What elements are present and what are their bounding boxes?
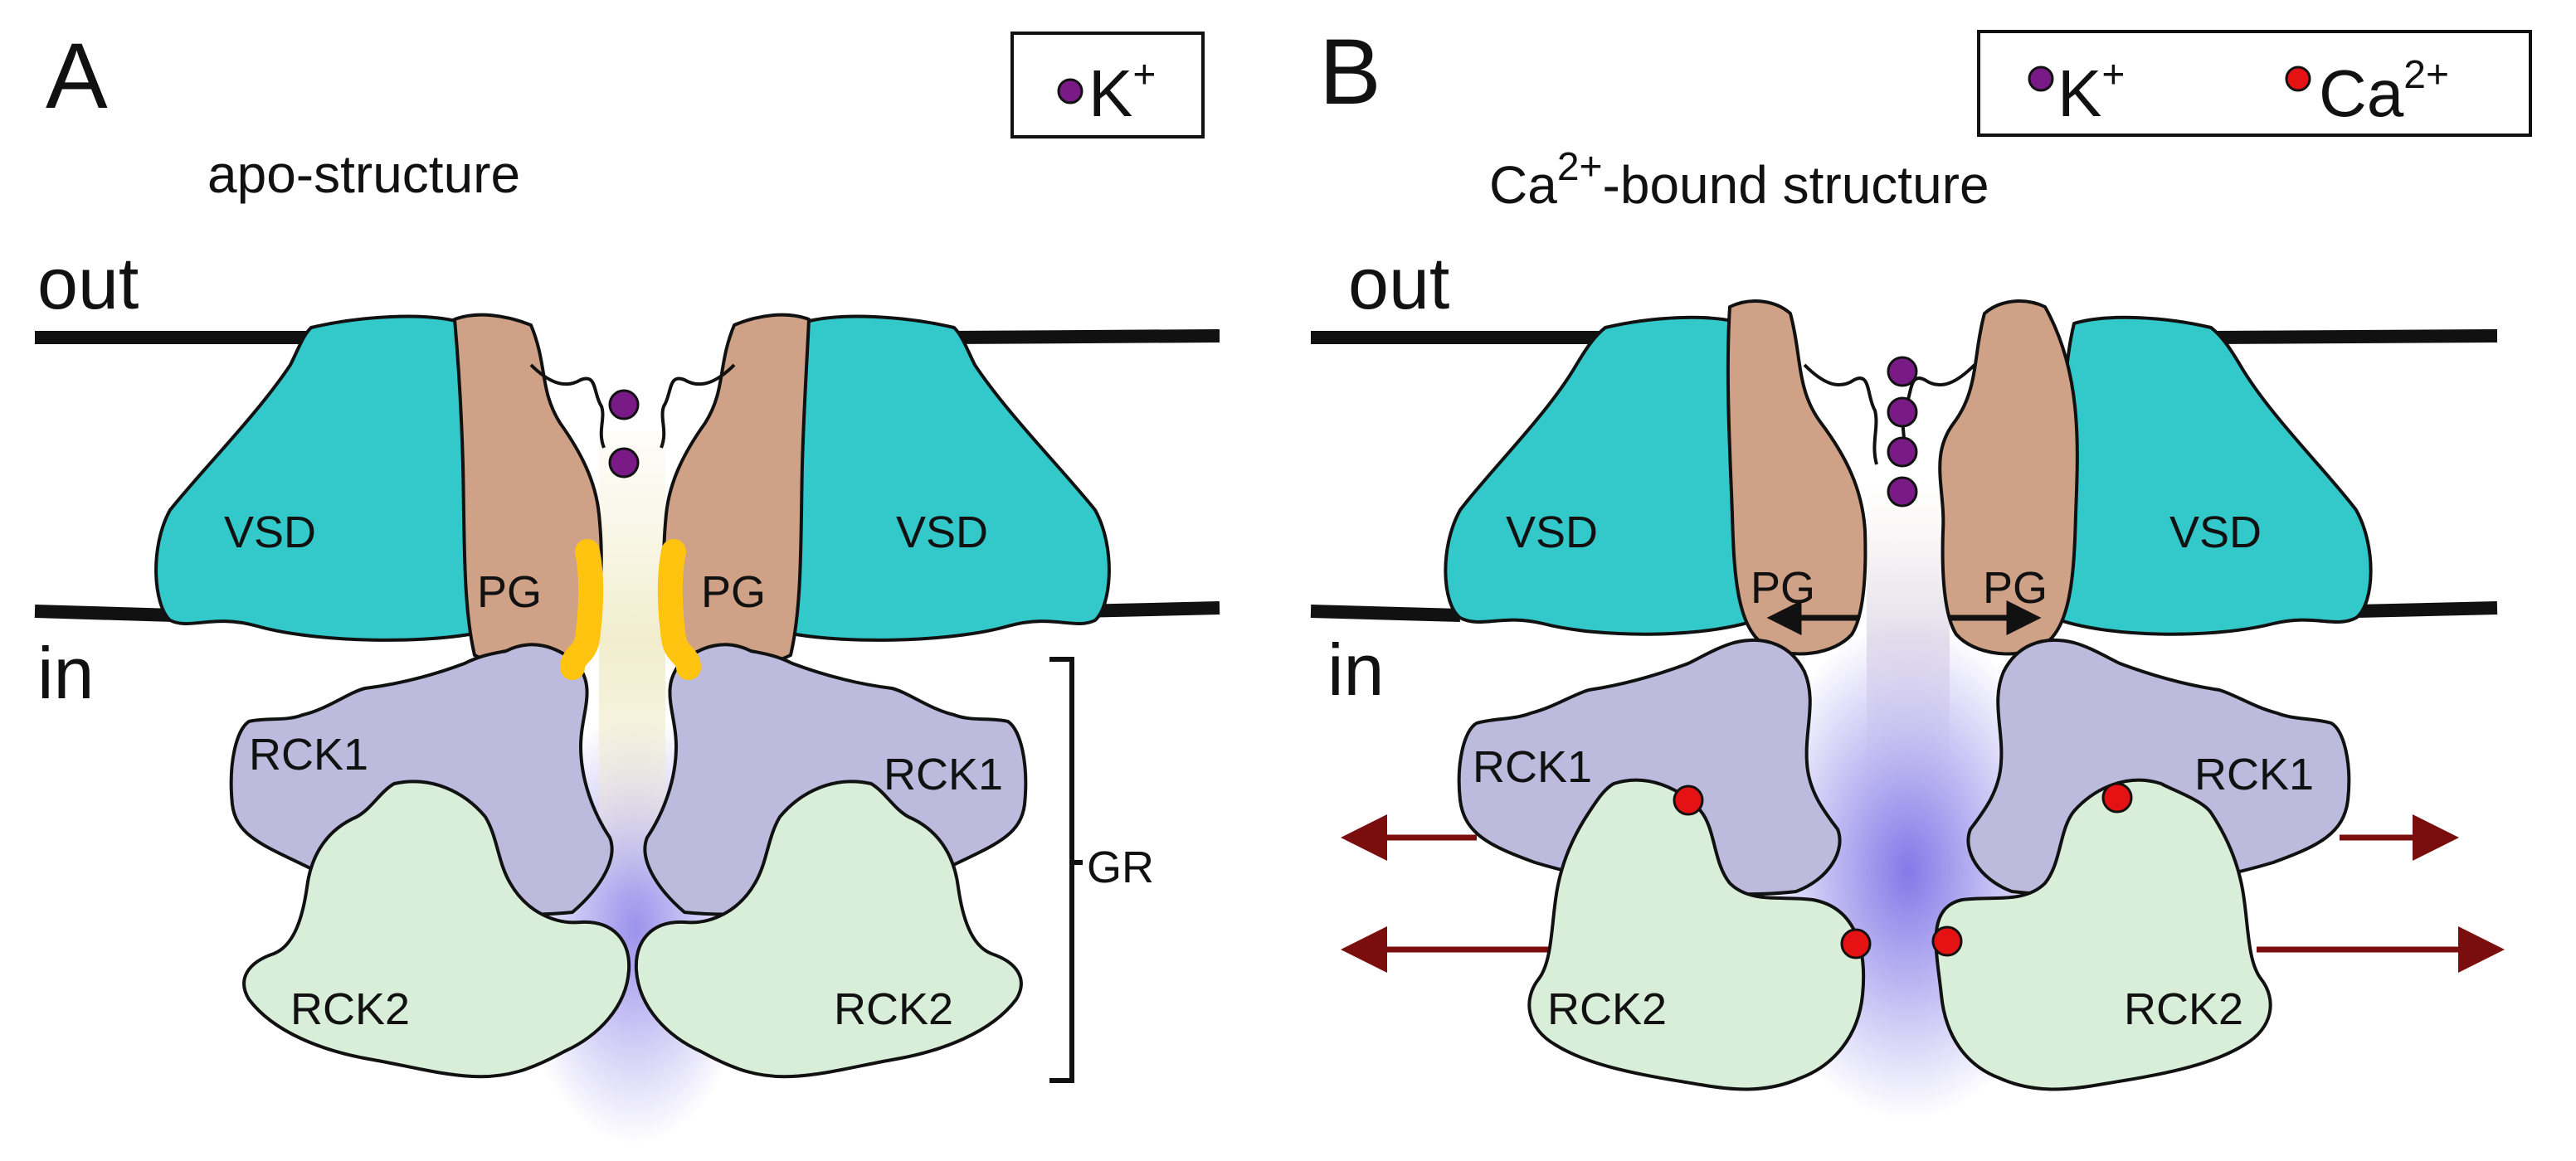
rck1-left: [1457, 638, 1842, 896]
potassium-ion: [1887, 356, 1918, 387]
vsd-left: [154, 314, 491, 642]
pg-label: PG: [701, 567, 766, 617]
potassium-ion: [1887, 396, 1918, 428]
purple-dot-icon: [2028, 66, 2054, 92]
membrane-outer-line: [2206, 329, 2498, 344]
potassium-ion: [1887, 436, 1918, 468]
calcium-ion: [1931, 925, 1963, 957]
panel-b: B Ca2+-bound structure K+ Ca2+ out in: [1310, 20, 2532, 1120]
out-label: out: [1348, 242, 1449, 324]
rck2-label: RCK2: [834, 984, 953, 1034]
pg-right: [1938, 299, 2079, 656]
panel-letter: B: [1319, 20, 1381, 124]
legend-ion: K+: [1088, 53, 1156, 130]
red-dot-icon: [2285, 66, 2311, 92]
rck2-left: [242, 780, 631, 1079]
membrane-outer-line: [945, 329, 1220, 344]
purple-dot-icon: [1057, 78, 1083, 104]
pg-label: PG: [1751, 563, 1815, 613]
out-label: out: [37, 242, 139, 324]
legend: K+ Ca2+: [1977, 30, 2532, 137]
gate-region: [657, 539, 701, 680]
vsd-label: VSD: [896, 508, 988, 557]
pg-label: PG: [477, 567, 542, 617]
in-label: in: [1327, 629, 1385, 711]
potassium-ion: [608, 389, 640, 420]
gate-region: [560, 539, 604, 680]
rck2-right: [634, 780, 1023, 1079]
pore-cavity: [599, 431, 665, 896]
selectivity-filter-loop: [1803, 363, 1878, 465]
calcium-ion: [2101, 782, 2133, 814]
panel-a: A apo-structure K+ out in: [34, 24, 1220, 1144]
selectivity-filter-loop: [660, 363, 736, 449]
vsd-right: [774, 314, 1111, 642]
selectivity-filter-loop: [529, 363, 606, 449]
pg-left: [1726, 299, 1867, 656]
calcium-ion: [1840, 928, 1872, 959]
legend-box: [1977, 30, 2532, 137]
rck2-left: [1527, 778, 1866, 1091]
rck1-label: RCK1: [1473, 742, 1592, 792]
legend: K+: [1010, 32, 1205, 138]
in-label: in: [37, 632, 95, 714]
rck1-label: RCK1: [2194, 750, 2314, 799]
vsd-label: VSD: [224, 508, 316, 557]
rck2-label: RCK2: [2124, 984, 2243, 1034]
pore-cavity: [1867, 481, 1950, 796]
vsd-right: [2052, 315, 2373, 636]
vsd-left: [1444, 315, 1765, 636]
selectivity-filter-loop: [1901, 363, 1976, 465]
rck2-right: [1934, 778, 2272, 1091]
calcium-ion: [1673, 785, 1704, 816]
pg-label: PG: [1983, 563, 2048, 613]
rck2-label: RCK2: [1547, 984, 1667, 1034]
gr-bracket: [1049, 657, 1083, 1083]
legend-ion: K+: [2057, 53, 2125, 130]
gr-label: GR: [1087, 843, 1154, 892]
panel-letter: A: [46, 24, 108, 128]
rck2-label: RCK2: [290, 984, 410, 1034]
rck1-label: RCK1: [249, 730, 368, 780]
rck1-label: RCK1: [884, 750, 1003, 799]
panel-title: Ca2+-bound structure: [1489, 145, 1989, 215]
vsd-label: VSD: [1506, 508, 1598, 557]
legend-ion: Ca2+: [2319, 53, 2449, 130]
potassium-ion: [608, 447, 640, 478]
legend-box: [1010, 32, 1205, 138]
panel-title: apo-structure: [207, 144, 520, 204]
membrane-inner-line: [1310, 605, 1461, 622]
membrane-inner-line: [2355, 601, 2498, 618]
membrane-inner-line: [34, 605, 175, 622]
vsd-label: VSD: [2169, 508, 2262, 557]
potassium-ion: [1887, 476, 1918, 508]
